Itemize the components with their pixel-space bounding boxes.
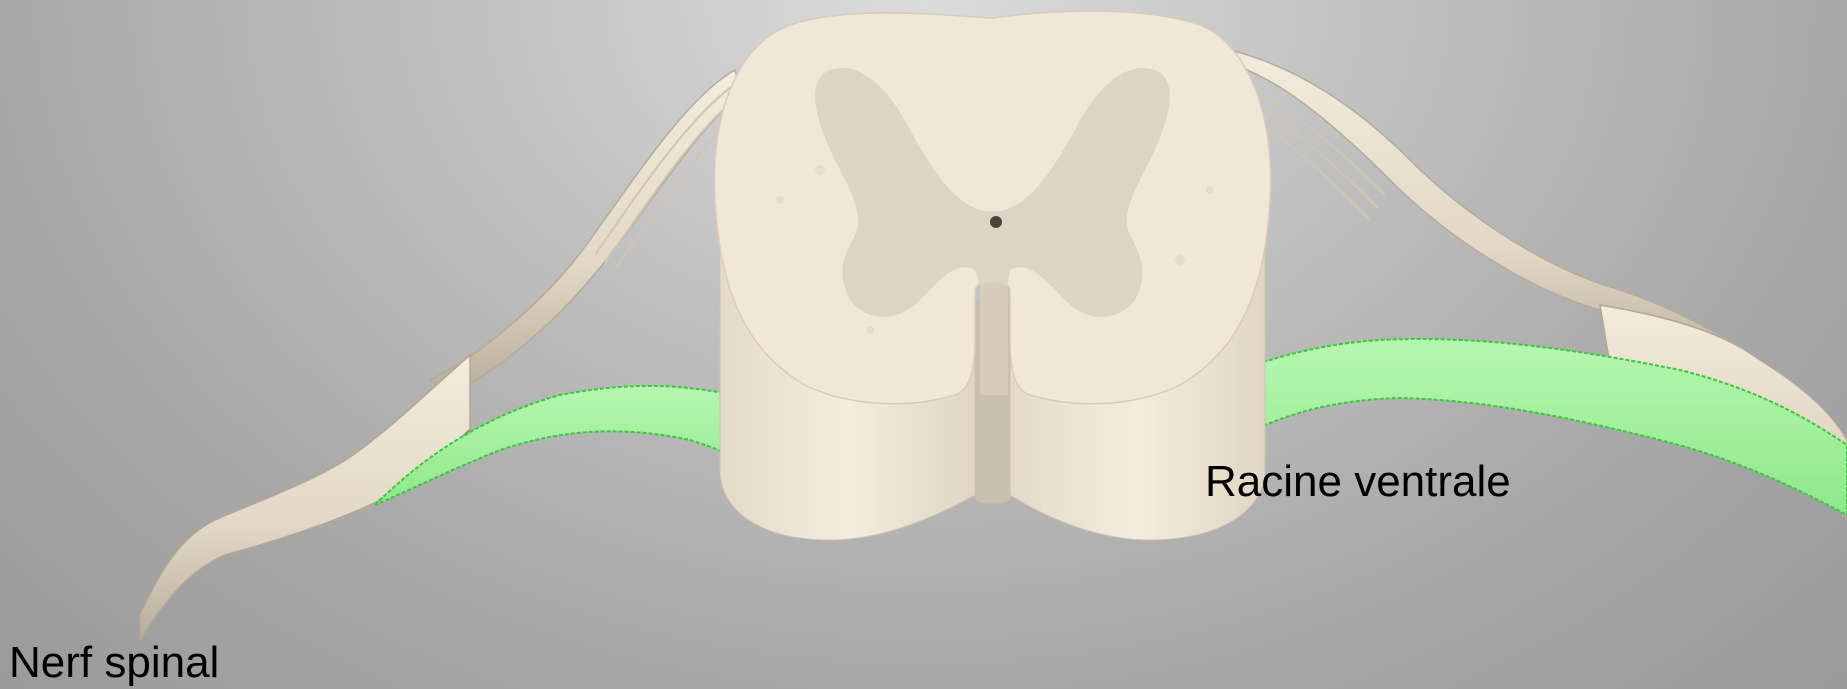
central-canal [990, 216, 1002, 228]
left-dorsal-root [430, 70, 742, 395]
spinal-cord-cross-section [714, 11, 1270, 404]
ventral-root-label: Racine ventrale [1205, 460, 1511, 504]
spinal-nerve-label: Nerf spinal [9, 641, 219, 685]
left-spinal-nerve [140, 355, 470, 640]
